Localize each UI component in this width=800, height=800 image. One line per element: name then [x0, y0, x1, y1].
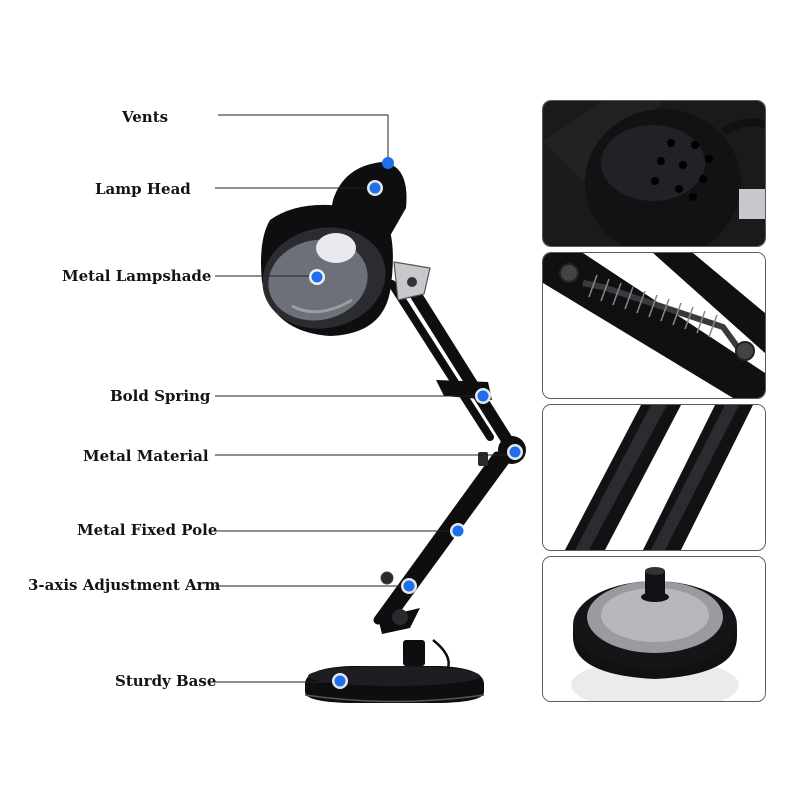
base-icon	[543, 557, 765, 701]
metal-material-marker	[507, 444, 523, 460]
arm-bars-icon	[543, 405, 765, 550]
lamp-head-marker	[367, 180, 383, 196]
label-vents: Vents	[122, 108, 169, 126]
vents-marker	[382, 157, 394, 169]
label-adjustment-arm: 3-axis Adjustment Arm	[28, 576, 221, 594]
upper-arm	[388, 270, 526, 466]
leader-lines	[215, 114, 515, 683]
label-metal-material: Metal Material	[83, 447, 209, 465]
detail-panel-arm	[542, 404, 766, 551]
detail-panel-vents	[542, 100, 766, 247]
sturdy-base-marker	[332, 673, 348, 689]
callout-markers	[309, 157, 523, 689]
detail-panel-spring	[542, 252, 766, 399]
lamp-head	[261, 162, 407, 336]
label-sturdy-base: Sturdy Base	[115, 672, 217, 690]
spring-icon	[543, 253, 765, 398]
detail-panel-base	[542, 556, 766, 702]
fixed-pole-marker	[450, 523, 466, 539]
bold-spring-marker	[475, 388, 491, 404]
head-bracket	[393, 261, 431, 301]
adjustment-arm-marker	[401, 578, 417, 594]
label-metal-lampshade: Metal Lampshade	[62, 267, 212, 285]
label-lamp-head: Lamp Head	[95, 180, 191, 198]
vents-icon	[543, 101, 765, 246]
label-bold-spring: Bold Spring	[110, 387, 211, 405]
label-metal-fixed-pole: Metal Fixed Pole	[77, 521, 218, 539]
lamp-base	[304, 639, 485, 703]
lower-arm	[373, 441, 519, 634]
lampshade-marker	[309, 269, 325, 285]
